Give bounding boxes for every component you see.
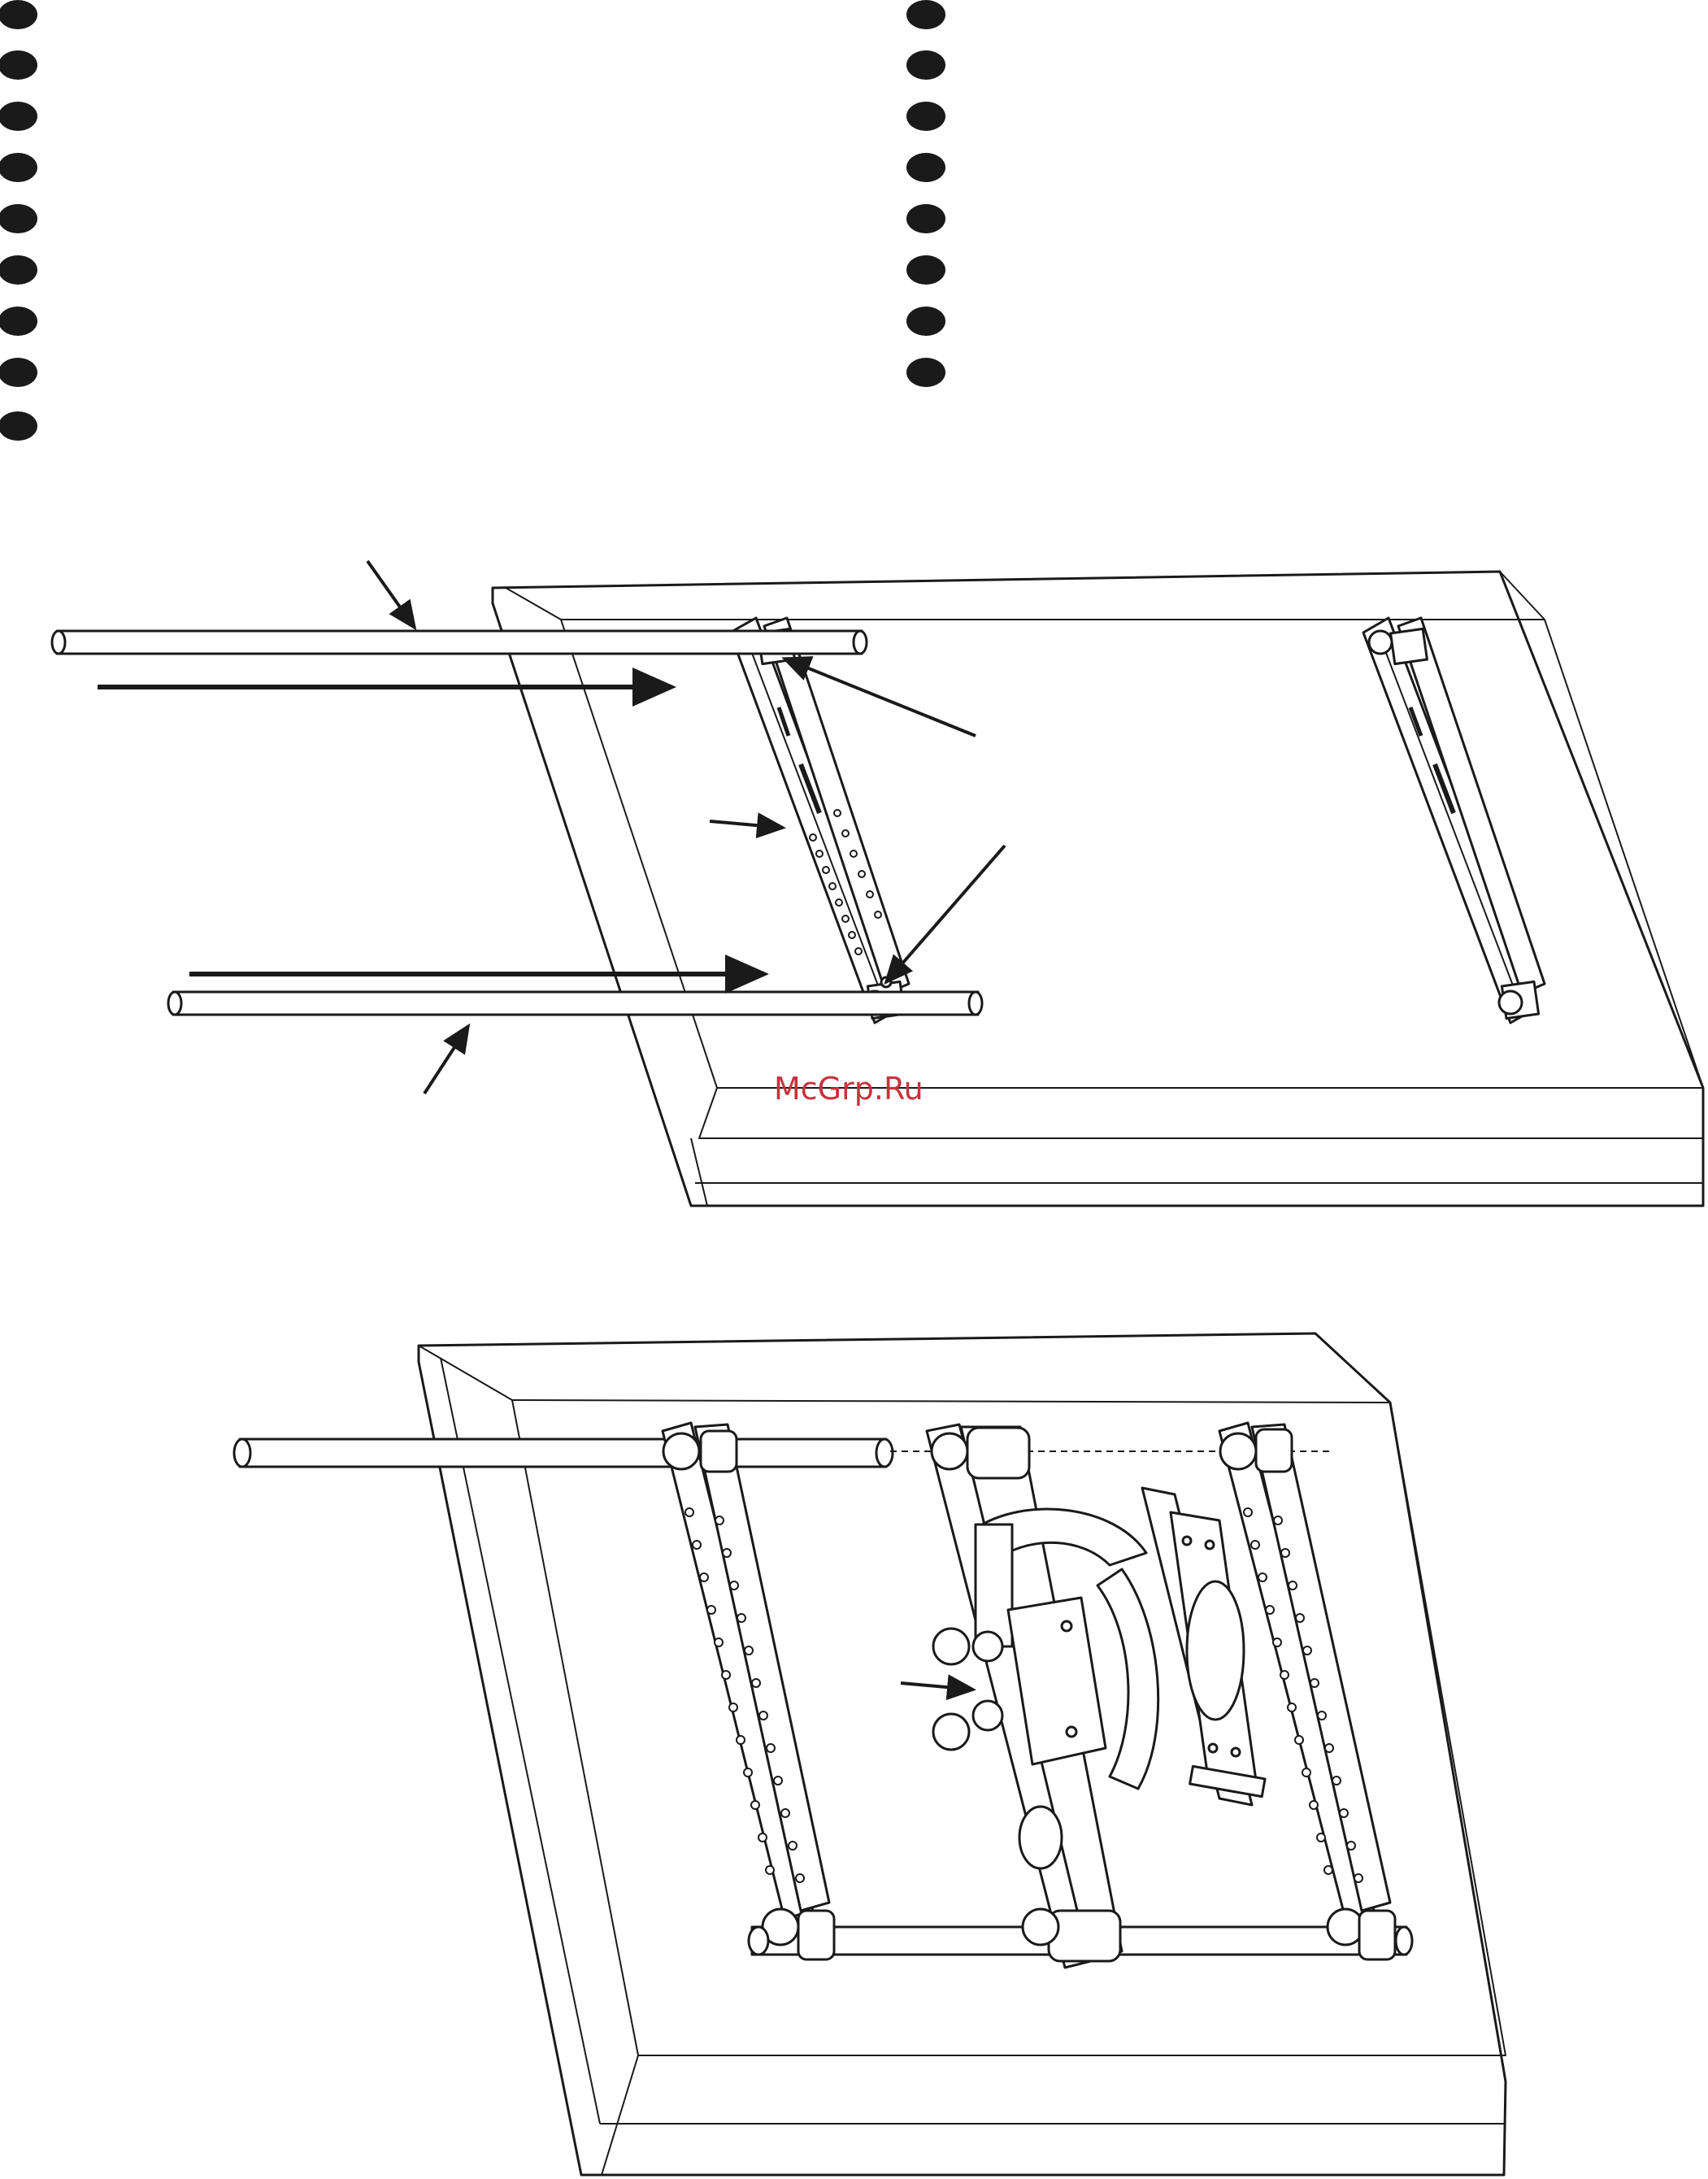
bullet-dot bbox=[0, 102, 37, 131]
bullet-list-left bbox=[0, 0, 37, 441]
lower-rail bbox=[168, 992, 982, 1015]
callout-arrow-lower-rail bbox=[424, 1026, 468, 1094]
bullet-dot bbox=[906, 307, 945, 336]
figure-1-rail-install bbox=[52, 561, 1703, 1206]
bullet-dot bbox=[0, 411, 37, 441]
bullet-dot bbox=[0, 204, 37, 233]
figure-2-mount-assembly bbox=[234, 1333, 1506, 2175]
bullet-dot bbox=[0, 0, 37, 29]
bullet-dot bbox=[906, 0, 945, 29]
tv-back-panel bbox=[493, 572, 1703, 1206]
bullet-dot bbox=[906, 153, 945, 182]
watermark-text: McGrp.Ru bbox=[774, 1071, 924, 1107]
top-rail bbox=[234, 1439, 893, 1467]
callout-arrow-upper-rail bbox=[367, 561, 415, 628]
bullet-dot bbox=[0, 255, 37, 285]
bullet-dot bbox=[0, 50, 37, 80]
bottom-rail-end-cap bbox=[749, 1927, 768, 1955]
bullet-dot bbox=[906, 255, 945, 285]
bullet-dot bbox=[906, 358, 945, 387]
bullet-dot bbox=[0, 153, 37, 182]
bullet-dot bbox=[0, 307, 37, 336]
bullet-dot bbox=[906, 50, 945, 80]
bullet-list-right bbox=[906, 0, 945, 387]
bullet-dot bbox=[906, 102, 945, 131]
upper-rail bbox=[52, 631, 867, 654]
bullet-dot bbox=[906, 204, 945, 233]
bullet-dot bbox=[0, 358, 37, 387]
